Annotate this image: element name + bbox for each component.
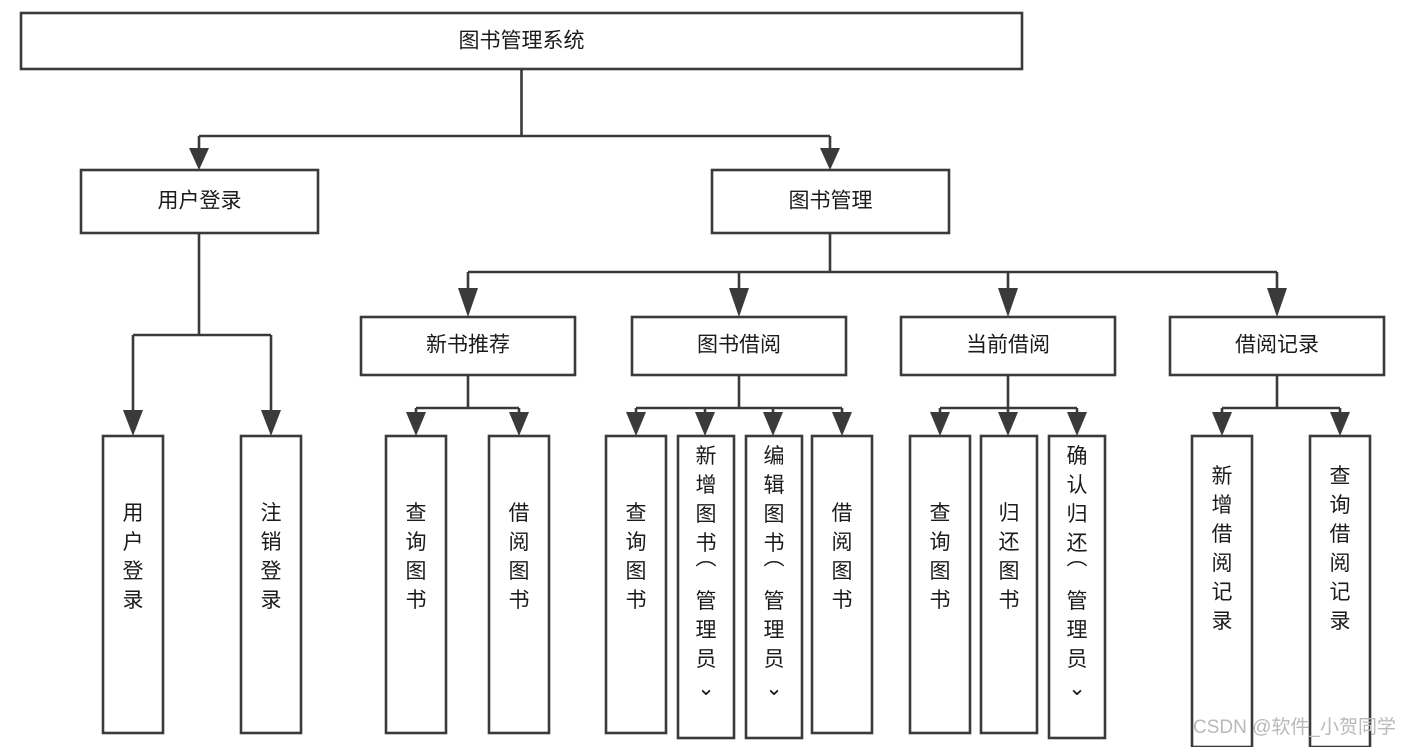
node-leaf-query-record-label: 查询借阅记录 (1330, 465, 1351, 633)
node-leaf-borrow-book-2-label: 借阅图书 (832, 502, 853, 612)
node-book-borrow-label: 图书借阅 (697, 334, 781, 357)
arrow-icon-leaf-query-book-3 (930, 412, 950, 436)
node-borrow-record-label: 借阅记录 (1235, 334, 1319, 357)
node-leaf-borrow-book-2[interactable]: 借阅图书 (810, 434, 874, 735)
node-leaf-query-book-2-box[interactable] (604, 434, 668, 735)
node-leaf-user-logout-label: 注销登录 (261, 502, 282, 612)
node-leaf-user-logout[interactable]: 注销登录 (239, 434, 303, 735)
node-leaf-confirm-return[interactable]: 确认归还⌒管理员⌄ (1047, 434, 1107, 740)
arrow-icon-leaf-edit-book (763, 412, 783, 436)
node-book-manage-label: 图书管理 (789, 190, 873, 213)
node-root-label: 图书管理系统 (459, 30, 585, 53)
node-book-manage-box[interactable] (710, 168, 951, 235)
node-leaf-return-book[interactable]: 归还图书 (979, 434, 1039, 735)
node-leaf-confirm-return-box[interactable] (1047, 434, 1107, 740)
node-user-login-label: 用户登录 (158, 190, 242, 213)
node-leaf-query-record[interactable]: 查询借阅记录 (1308, 434, 1372, 747)
arrow-icon-current-borrow (998, 288, 1018, 317)
node-leaf-confirm-return-label: 确认归还⌒管理员⌄ (1067, 445, 1088, 700)
node-leaf-borrow-book-1[interactable]: 借阅图书 (487, 434, 551, 735)
node-leaf-query-book-1[interactable]: 查询图书 (384, 434, 448, 735)
arrowhead-layer (123, 148, 1350, 436)
arrow-icon-leaf-confirm-return (1067, 412, 1087, 436)
arrow-icon-leaf-query-book-1 (406, 412, 426, 436)
node-leaf-add-book[interactable]: 新增图书⌒管理员⌄ (676, 434, 736, 740)
node-leaf-edit-book-box[interactable] (744, 434, 804, 740)
arrow-icon-leaf-return-book (998, 412, 1018, 436)
node-leaf-user-login-box[interactable] (101, 434, 165, 735)
arrow-icon-book-borrow (729, 288, 749, 317)
node-leaf-add-record[interactable]: 新增借阅记录 (1190, 434, 1254, 747)
arrow-icon-book-manage (820, 148, 840, 170)
node-leaf-query-book-2-label: 查询图书 (626, 502, 647, 612)
arrow-icon-leaf-borrow-book-2 (832, 412, 852, 436)
node-new-book-recommend-box[interactable] (359, 315, 577, 377)
node-leaf-query-book-3-box[interactable] (908, 434, 972, 735)
node-current-borrow-box[interactable] (899, 315, 1117, 377)
arrow-icon-leaf-add-book (695, 412, 715, 436)
node-user-login[interactable]: 用户登录 (79, 168, 320, 235)
node-root-box[interactable] (19, 11, 1024, 71)
node-new-book-recommend-label: 新书推荐 (426, 334, 510, 357)
node-leaf-query-record-box[interactable] (1308, 434, 1372, 747)
node-leaf-edit-book[interactable]: 编辑图书⌒管理员⌄ (744, 434, 804, 740)
arrow-icon-new-book-recommend (458, 288, 478, 317)
arrow-icon-leaf-borrow-book-1 (509, 412, 529, 436)
node-leaf-query-book-1-box[interactable] (384, 434, 448, 735)
arrow-icon-user-login (189, 148, 209, 170)
node-leaf-query-book-1-label: 查询图书 (406, 502, 427, 612)
arrow-icon-leaf-query-record (1330, 412, 1350, 436)
node-leaf-edit-book-label: 编辑图书⌒管理员⌄ (764, 445, 785, 700)
arrow-icon-leaf-user-logout (261, 410, 281, 436)
node-leaf-query-book-2[interactable]: 查询图书 (604, 434, 668, 735)
node-user-login-box[interactable] (79, 168, 320, 235)
node-leaf-user-login-label: 用户登录 (123, 502, 144, 612)
node-book-borrow[interactable]: 图书借阅 (630, 315, 848, 377)
node-root[interactable]: 图书管理系统 (19, 11, 1024, 71)
node-leaf-borrow-book-1-box[interactable] (487, 434, 551, 735)
arrow-icon-leaf-user-login (123, 410, 143, 436)
arrow-icon-leaf-query-book-2 (626, 412, 646, 436)
node-book-borrow-box[interactable] (630, 315, 848, 377)
csdn-watermark: CSDN @软件_小贺同学 (1193, 716, 1396, 738)
node-borrow-record-box[interactable] (1168, 315, 1386, 377)
node-book-manage[interactable]: 图书管理 (710, 168, 951, 235)
node-leaf-add-book-label: 新增图书⌒管理员⌄ (696, 445, 717, 700)
node-leaf-return-book-box[interactable] (979, 434, 1039, 735)
node-borrow-record[interactable]: 借阅记录 (1168, 315, 1386, 377)
node-current-borrow-label: 当前借阅 (966, 334, 1050, 357)
node-leaf-user-login[interactable]: 用户登录 (101, 434, 165, 735)
node-leaf-user-logout-box[interactable] (239, 434, 303, 735)
node-leaf-query-book-3[interactable]: 查询图书 (908, 434, 972, 735)
node-leaf-query-book-3-label: 查询图书 (930, 502, 951, 612)
node-leaf-add-record-box[interactable] (1190, 434, 1254, 747)
node-leaf-return-book-label: 归还图书 (999, 502, 1020, 612)
node-leaf-add-record-label: 新增借阅记录 (1212, 465, 1233, 633)
node-leaf-add-book-box[interactable] (676, 434, 736, 740)
arrow-icon-borrow-record (1267, 288, 1287, 317)
node-leaf-borrow-book-2-box[interactable] (810, 434, 874, 735)
arrow-icon-leaf-add-record (1212, 412, 1232, 436)
node-current-borrow[interactable]: 当前借阅 (899, 315, 1117, 377)
node-leaf-borrow-book-1-label: 借阅图书 (509, 502, 530, 612)
node-new-book-recommend[interactable]: 新书推荐 (359, 315, 577, 377)
